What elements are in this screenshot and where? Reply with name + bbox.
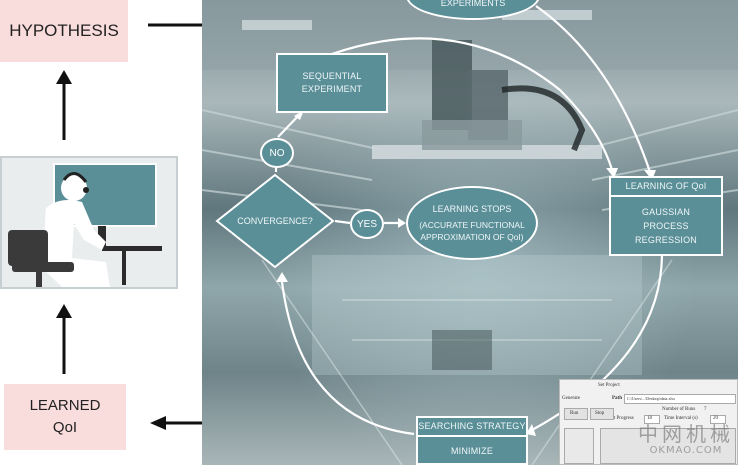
gp-line2: PROCESS <box>643 221 689 231</box>
learned-label: LEARNED <box>29 397 101 414</box>
no-node: NO <box>260 138 294 168</box>
convergence-label: CONVERGENCE? <box>237 216 313 226</box>
operator-illustration <box>0 156 178 289</box>
watermark: 中网机械 OKMAO.COM <box>634 418 738 465</box>
arrow-search-to-convergence <box>280 281 415 436</box>
sw-interval-label: Time Interval (s) <box>664 416 698 421</box>
learning-stops-line1: LEARNING STOPS <box>432 204 512 214</box>
sw-interval-field[interactable]: 20 <box>710 415 726 424</box>
sequential-experiment-box: SEQUENTIAL EXPERIMENT <box>276 53 388 113</box>
sw-runs-label: Number of Runs <box>662 407 696 412</box>
sw-interval-value: 20 <box>713 416 718 421</box>
hypothesis-label: HYPOTHESIS <box>9 21 119 40</box>
sw-button-run-label: Run <box>570 411 579 416</box>
sw-path-label: Path <box>612 396 622 401</box>
sw-runs-value: 7 <box>704 407 707 412</box>
learning-stops-line2: (ACCURATE FUNCTIONAL <box>419 220 525 230</box>
learning-of-qoi-header: LEARNING OF QoI <box>611 178 721 197</box>
hypothesis-box: HYPOTHESIS <box>0 0 128 62</box>
sw-grid-area <box>600 428 736 464</box>
sw-side-label: Generate <box>562 396 581 401</box>
watermark-cn: 中网机械 <box>638 422 734 446</box>
qoi-label: QoI <box>52 419 78 436</box>
sw-progress-field[interactable]: 18 <box>644 415 660 424</box>
sw-path-field[interactable]: C:\Users\...\Desktop\data.xlsx <box>624 394 736 404</box>
convergence-diamond: CONVERGENCE? <box>215 173 335 269</box>
sw-path-value: C:\Users\...\Desktop\data.xlsx <box>627 396 675 401</box>
sequential-line2: EXPERIMENT <box>301 84 363 94</box>
operator-at-computer-icon <box>2 158 176 287</box>
sw-button-run[interactable]: Run <box>564 408 588 420</box>
diamond-shape <box>215 173 335 269</box>
gp-line1: GAUSSIAN <box>641 207 691 217</box>
gp-line3: REGRESSION <box>634 235 697 245</box>
watermark-en: OKMAO.COM <box>649 445 723 456</box>
sw-left-list <box>564 428 594 464</box>
sw-title: Set Project <box>598 383 620 388</box>
experiments-label: EXPERIMENTS <box>440 0 506 8</box>
searching-strategy-header: SEARCHING STRATEGY <box>418 418 526 437</box>
sw-progress-label: Current Progress <box>600 416 634 421</box>
no-label: NO <box>269 147 285 159</box>
arrow-sequential-to-gp <box>331 37 614 171</box>
learning-of-qoi-box: LEARNING OF QoI GAUSSIAN PROCESS REGRESS… <box>609 176 723 256</box>
yes-node: YES <box>350 209 384 239</box>
sw-button-stop-label: Stop <box>595 411 605 416</box>
learning-stops-ellipse: LEARNING STOPS (ACCURATE FUNCTIONAL APPR… <box>406 186 538 260</box>
yes-label: YES <box>356 218 377 230</box>
arrow-experiments-to-gp <box>535 5 652 173</box>
sw-button-stop[interactable]: Stop <box>590 408 614 420</box>
software-screenshot: Set Project Generate Path C:\Users\...\D… <box>559 379 738 465</box>
learning-stops-line3: APPROXIMATION OF QoI) <box>420 232 524 242</box>
sequential-line1: SEQUENTIAL <box>302 71 362 81</box>
minimize-label: MINIMIZE <box>450 446 494 456</box>
learned-qoi-box: LEARNED QoI <box>4 384 126 450</box>
sw-progress-value: 18 <box>647 416 652 421</box>
searching-strategy-box: SEARCHING STRATEGY MINIMIZE <box>416 416 528 465</box>
